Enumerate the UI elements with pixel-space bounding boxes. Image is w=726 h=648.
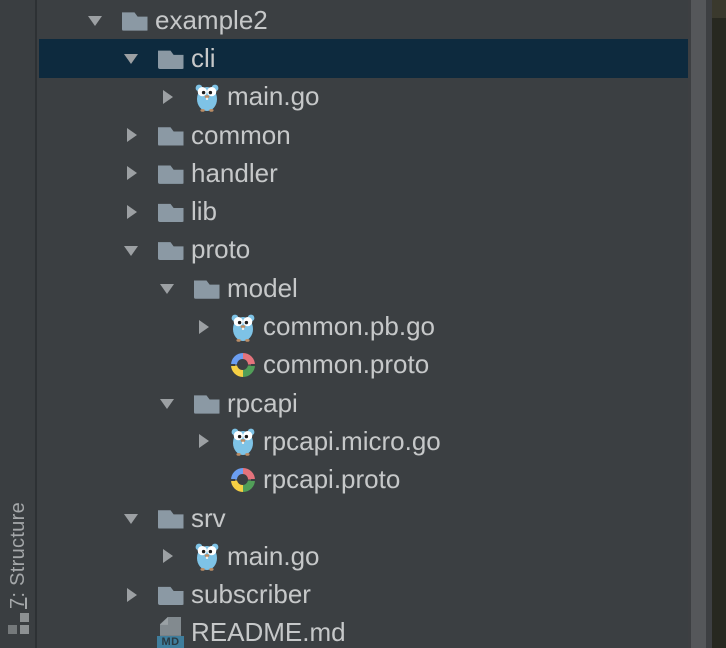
- tree-row-label: common: [191, 119, 291, 150]
- tool-windows-icon-square: [20, 625, 29, 634]
- markdown-page-fold: [160, 616, 168, 625]
- structure-label-rest: : Structure: [7, 502, 29, 598]
- tree-row-readme-md[interactable]: MD README.md: [39, 614, 688, 648]
- arrow-spacer: [196, 357, 212, 373]
- tree-row-rpcapi-micro-go[interactable]: rpcapi.micro.go: [39, 422, 688, 460]
- expand-arrow-icon[interactable]: [160, 89, 176, 105]
- tree-row-label: README.md: [191, 617, 346, 648]
- folder-icon: [157, 502, 184, 534]
- folder-icon: [157, 42, 184, 74]
- tree-row-label: example2: [155, 4, 268, 35]
- tree-row-model[interactable]: model: [39, 269, 688, 307]
- structure-tool-window-button[interactable]: 7: Structure: [7, 502, 30, 609]
- expand-arrow-icon[interactable]: [124, 587, 140, 603]
- tool-windows-icon[interactable]: [8, 613, 29, 634]
- expand-arrow-icon[interactable]: [124, 165, 140, 181]
- expand-arrow-icon[interactable]: [124, 127, 140, 143]
- folder-icon-shape: [157, 127, 184, 146]
- tree-row-lib[interactable]: lib: [39, 192, 688, 230]
- tree-row-main-go[interactable]: main.go: [39, 78, 688, 116]
- go-file-icon: [229, 425, 256, 457]
- tree-row-label: proto: [191, 234, 251, 265]
- tree-row-subscriber[interactable]: subscriber: [39, 575, 688, 613]
- folder-icon-shape: [157, 510, 184, 529]
- tree-row-label: main.go: [227, 81, 320, 112]
- tree-row-common-proto[interactable]: common.proto: [39, 346, 688, 384]
- folder-icon: [157, 119, 184, 151]
- go-file-icon: [193, 540, 220, 572]
- proto-file-icon-shape: [230, 352, 255, 377]
- folder-icon: [157, 579, 184, 611]
- folder-icon-shape: [121, 12, 148, 31]
- folder-icon: [193, 387, 220, 419]
- tree-row-label: cli: [191, 42, 216, 73]
- tree-row-label: rpcapi.micro.go: [263, 425, 441, 456]
- proto-file-icon: [229, 349, 256, 381]
- folder-icon: [157, 157, 184, 189]
- scrollbar-thumb[interactable]: [691, 0, 706, 648]
- markdown-page-shape: [160, 616, 181, 636]
- go-file-icon: [193, 81, 220, 113]
- editor-edge: [712, 0, 726, 648]
- scrollbar: [688, 0, 712, 648]
- tree-row-proto[interactable]: proto: [39, 231, 688, 269]
- tree-row-label: rpcapi.proto: [263, 464, 401, 495]
- tree-row-label: handler: [191, 157, 278, 188]
- tree-row-label: model: [227, 272, 298, 303]
- go-file-icon: [229, 311, 256, 343]
- expand-arrow-icon[interactable]: [160, 548, 176, 564]
- tree-row-main-go[interactable]: main.go: [39, 537, 688, 575]
- tool-windows-icon-square: [8, 625, 17, 634]
- collapse-arrow-icon[interactable]: [124, 242, 140, 258]
- expand-arrow-icon[interactable]: [196, 319, 212, 335]
- project-tree: example2 cli main.go common handler lib proto m…: [39, 0, 688, 648]
- tree-row-cli[interactable]: cli: [39, 39, 688, 78]
- tree-row-handler[interactable]: handler: [39, 154, 688, 192]
- folder-icon: [157, 196, 184, 228]
- markdown-file-icon: MD: [157, 616, 184, 648]
- collapse-arrow-icon[interactable]: [88, 12, 104, 28]
- proto-file-icon-shape: [230, 467, 255, 492]
- folder-icon: [193, 272, 220, 304]
- tree-row-label: main.go: [227, 540, 320, 571]
- folder-icon-shape: [157, 586, 184, 606]
- tree-row-label: rpcapi: [227, 387, 298, 418]
- tree-row-label: srv: [191, 502, 226, 533]
- tree-row-rpcapi[interactable]: rpcapi: [39, 384, 688, 422]
- folder-icon-shape: [157, 50, 184, 69]
- tool-window-stripe: 7: Structure: [0, 0, 37, 648]
- editor-edge-code: [712, 0, 726, 18]
- collapse-arrow-icon[interactable]: [160, 395, 176, 411]
- collapse-arrow-icon[interactable]: [124, 510, 140, 526]
- folder-icon-shape: [157, 203, 184, 223]
- expand-arrow-icon[interactable]: [124, 204, 140, 220]
- tree-row-common-pb-go[interactable]: common.pb.go: [39, 307, 688, 345]
- tree-row-label: common.proto: [263, 349, 430, 380]
- tool-windows-icon-square: [20, 613, 29, 622]
- expand-arrow-icon[interactable]: [196, 433, 212, 449]
- tree-row-label: subscriber: [191, 579, 311, 610]
- folder-icon: [121, 4, 148, 36]
- tree-row-srv[interactable]: srv: [39, 499, 688, 537]
- arrow-spacer: [196, 472, 212, 488]
- folder-icon-shape: [193, 395, 220, 414]
- proto-file-icon: [229, 464, 256, 496]
- folder-icon: [157, 234, 184, 266]
- folder-icon-shape: [157, 165, 184, 184]
- tree-row-label: lib: [191, 196, 218, 227]
- tree-row-example2[interactable]: example2: [39, 1, 688, 39]
- folder-icon-shape: [157, 242, 184, 261]
- tree-row-common[interactable]: common: [39, 116, 688, 154]
- tree-row-rpcapi-proto[interactable]: rpcapi.proto: [39, 461, 688, 499]
- markdown-file-icon-shape: MD: [157, 616, 184, 648]
- arrow-spacer: [124, 625, 140, 641]
- collapse-arrow-icon[interactable]: [124, 50, 140, 66]
- tree-row-label: common.pb.go: [263, 311, 435, 342]
- structure-mnemonic: 7: [7, 597, 29, 609]
- folder-icon-shape: [193, 280, 220, 299]
- collapse-arrow-icon[interactable]: [160, 280, 176, 296]
- markdown-badge: MD: [157, 635, 184, 648]
